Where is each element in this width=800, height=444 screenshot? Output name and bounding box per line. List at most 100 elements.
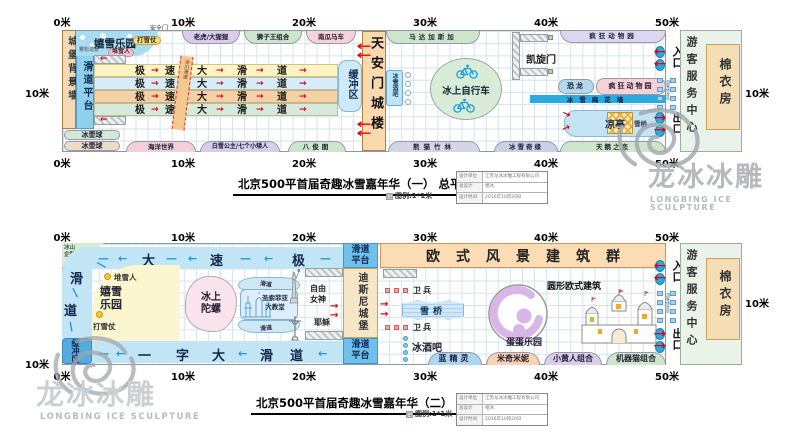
axis-label: 10米 (171, 159, 195, 170)
lane-word: 速 (165, 92, 175, 103)
speed-slide-lane: 极→速大→滑→道→ (94, 64, 338, 77)
axis-label: 10米 (171, 18, 195, 29)
slide-word: 一 (138, 349, 152, 364)
curling-label: 冰壶球 (81, 141, 103, 150)
exit-gate-shape (655, 328, 665, 340)
axis-label: 50米 (655, 18, 679, 29)
arrow-left-icon: ← (188, 252, 198, 265)
lane-word: 极 (135, 79, 145, 90)
slide-word: 大 (212, 349, 226, 364)
curling-lane: 冰壶球 (64, 141, 120, 151)
legend-text: 图例:1*1米 (415, 410, 453, 418)
lane-edge-hatch (94, 116, 126, 125)
axis-label: 0米 (53, 18, 71, 29)
cathedral-label: 圣索菲亚大教堂 (262, 294, 288, 312)
arrow-right-icon: → (299, 66, 307, 76)
dino-label: 恐龙 (567, 82, 585, 90)
zoo-label: 疯狂动物园 (608, 82, 654, 90)
fog-pine-label: 雾松造景 (79, 47, 100, 53)
arrow-left-icon: ← (238, 347, 248, 360)
axis-label: 0米 (53, 159, 71, 170)
dash-icon: — (64, 319, 79, 334)
arrow-right-icon: → (299, 79, 307, 89)
table-cell: 相冰 (483, 405, 547, 415)
round-euro-label: 圆形欧式建筑 (547, 282, 602, 292)
guard-label: 卫兵 (413, 323, 433, 332)
platform-edge-hatch (305, 331, 343, 340)
arrow-right-icon: → (216, 105, 224, 115)
lane-word: 道 (277, 79, 287, 90)
pub-dot (403, 350, 408, 355)
cathedral-box (240, 289, 298, 320)
attraction-label: 熊猫竹林 (413, 142, 455, 151)
disney-castle-strip (343, 268, 378, 338)
guard-marker (403, 288, 408, 293)
plum-wall-label: 冰雪梅花墙 (566, 96, 630, 104)
pub-dot (403, 357, 408, 362)
attraction-label: 天鹅之恋 (596, 142, 630, 151)
attraction-label: 狮子王组合 (256, 32, 290, 41)
lane-word: 滑 (237, 92, 247, 103)
arrow-right-icon: → (653, 327, 667, 340)
egg-park-ring (487, 283, 549, 345)
lane-word: 滑 (237, 66, 247, 77)
table-cell: 设计时间 (457, 193, 483, 203)
slide-word: 字 (176, 349, 190, 364)
arrow-right-icon: → (151, 66, 159, 76)
legend-swatch (386, 192, 393, 200)
guard-marker (394, 288, 399, 293)
logo-english: LONGBING ICE SCULPTURE (40, 412, 201, 422)
cotton-coat-room (706, 44, 740, 130)
table-cell: 2016年10月20日 (485, 194, 522, 200)
buffer-zone (338, 60, 362, 112)
tiananmen-gate-tower (362, 31, 386, 151)
slide-word: 极 (292, 254, 306, 269)
snowman-label: 堆雪人 (114, 273, 137, 282)
speed-slide-lane: 极→速大→滑→道→ (94, 90, 338, 103)
entrance-gate-shape (655, 59, 665, 71)
snow-dot (90, 43, 94, 47)
arrow-right-icon: → (216, 92, 224, 102)
guard-label: 卫兵 (413, 286, 433, 295)
rest-area-label: 游客休息处 (666, 293, 671, 313)
plan2-legend: 图例:1*1米 (406, 409, 452, 419)
arrow-right-icon: → (151, 105, 159, 115)
arch-block (548, 35, 553, 40)
attraction-label: 马达加斯加 (409, 32, 457, 41)
snowball-dot (96, 311, 103, 318)
table-cell: 2016年10月20日 (485, 416, 522, 422)
axis-label: 20米 (292, 372, 316, 383)
attraction-label: 南瓜马车 (318, 32, 344, 41)
slide-word: 速 (210, 254, 224, 269)
dino-blob: 恐龙 (558, 79, 594, 94)
arrow-left-icon: ← (356, 117, 372, 131)
attraction-blob: 老虎/大猩猩 (182, 31, 240, 44)
buffer-zone-label: 缓冲区 (71, 339, 80, 363)
legend-swatch (406, 410, 413, 418)
cathedral-sketch-icon (243, 292, 271, 318)
arrow-right-icon: → (256, 92, 264, 102)
bar-seat-dot (405, 90, 411, 96)
snow-bridge-label: 雪桥 (419, 306, 446, 317)
snowball-fight-label: 打雪仗 (133, 36, 161, 46)
platform-label: 滑道平台 (351, 340, 370, 361)
tiananmen-label: 天安门城楼 (368, 36, 383, 136)
axis-label: 40米 (534, 159, 558, 170)
ice-snow-bar (386, 70, 403, 106)
logo-chinese: 龙冰冰雕 (36, 378, 157, 411)
arrow-right-icon: → (256, 79, 264, 89)
arrow-left-icon: ← (653, 271, 667, 284)
slide-band-top (80, 247, 344, 269)
exit-gate-shape (655, 341, 665, 353)
lane-word: 大 (197, 79, 207, 90)
snow-bridge: 雪桥 (402, 300, 464, 320)
attraction-label: 疯狂动物园 (589, 32, 637, 41)
dash-icon: — (166, 252, 177, 265)
arrow-left-icon: ← (653, 45, 667, 58)
dash-icon: — (240, 252, 251, 265)
speed-slide-lane: 极→速大→滑→道→ (94, 103, 338, 116)
lane-word: 道 (277, 92, 287, 103)
axis-label: 50米 (655, 372, 679, 383)
